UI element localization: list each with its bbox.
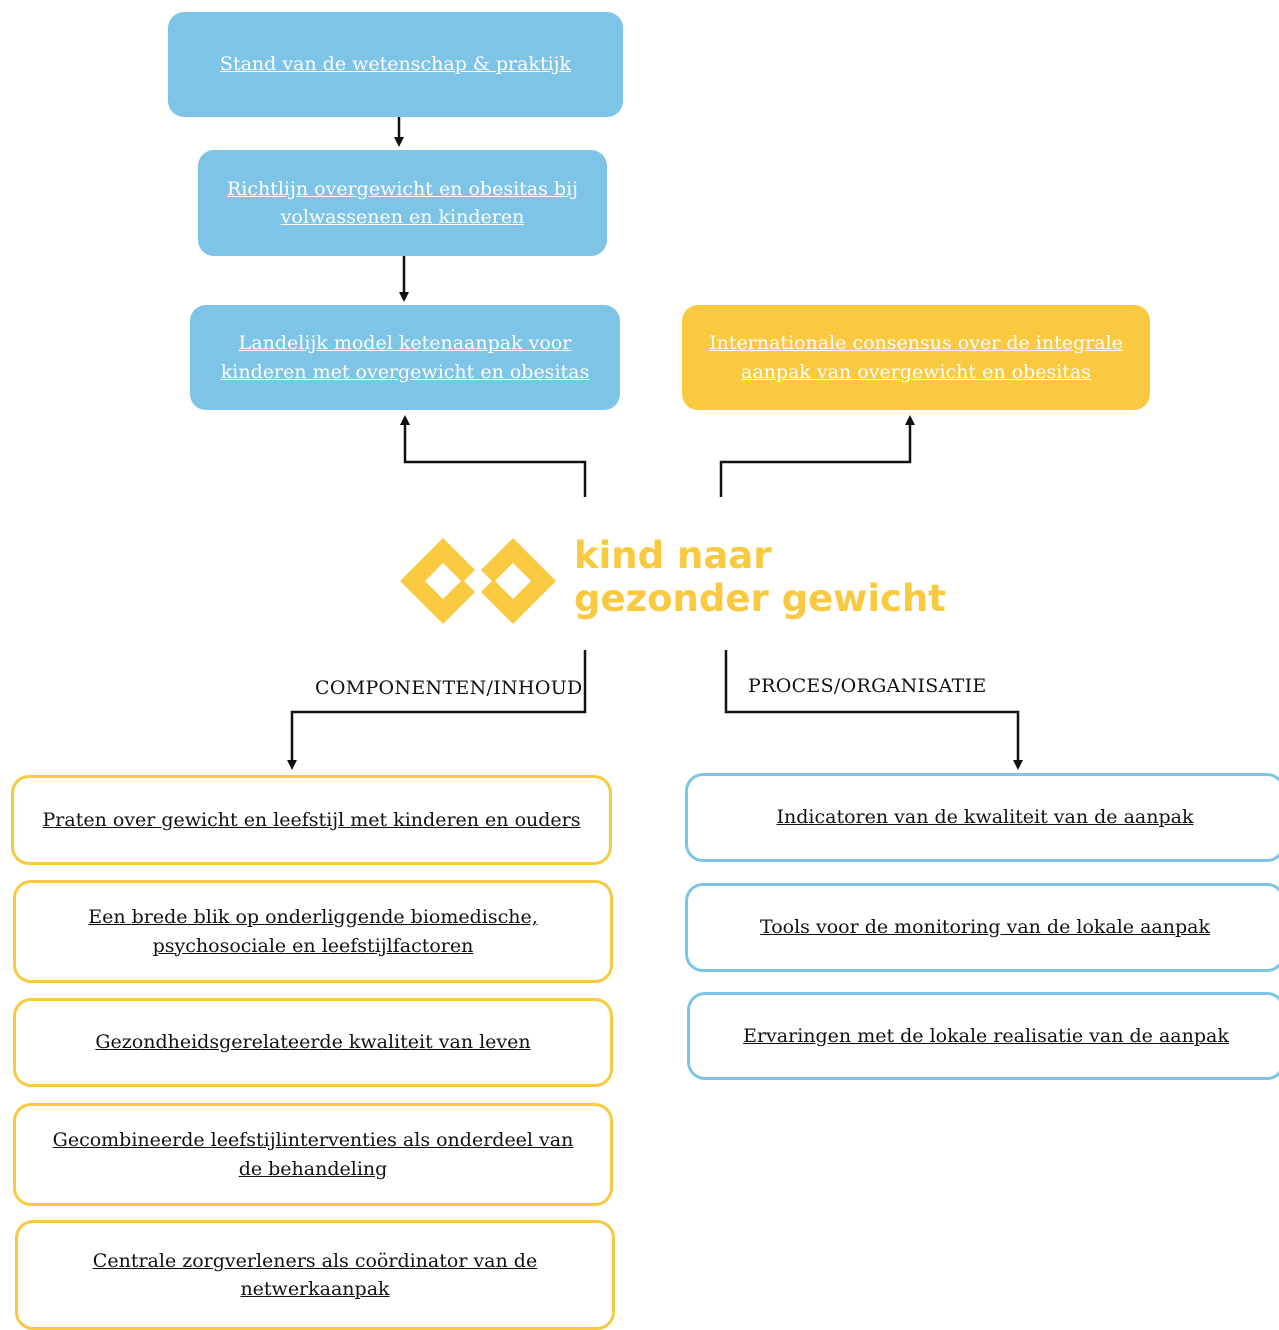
link-landelijk-model[interactable]: Landelijk model ketenaanpak voor kindere… (220, 332, 590, 383)
link-process-indicatoren[interactable]: Indicatoren van de kwaliteit van de aanp… (776, 806, 1194, 829)
component-box-kwaliteit-leven: Gezondheidsgerelateerde kwaliteit van le… (13, 998, 613, 1087)
link-component-kwaliteit-leven[interactable]: Gezondheidsgerelateerde kwaliteit van le… (95, 1031, 531, 1054)
component-box-centrale-zorgverleners: Centrale zorgverleners als coördinator v… (15, 1220, 615, 1330)
arrow-logo-to-box4 (719, 415, 915, 497)
link-component-centrale-zorgverleners[interactable]: Centrale zorgverleners als coördinator v… (92, 1249, 538, 1301)
arrow-left-branch (287, 650, 587, 770)
process-box-indicatoren: Indicatoren van de kwaliteit van de aanp… (685, 773, 1279, 862)
link-component-praten[interactable]: Praten over gewicht en leefstijl met kin… (42, 808, 581, 831)
link-richtlijn[interactable]: Richtlijn overgewicht en obesitas bij vo… (226, 177, 579, 229)
link-stand-wetenschap[interactable]: Stand van de wetenschap & praktijk (219, 53, 572, 76)
link-component-brede-blik[interactable]: Een brede blik op onderliggende biomedis… (88, 906, 538, 957)
link-internationale-consensus[interactable]: Internationale consensus over de integra… (709, 332, 1123, 383)
label-componenten-inhoud: COMPONENTEN/INHOUD (315, 677, 583, 699)
box-internationale-consensus: Internationale consensus over de integra… (682, 305, 1150, 410)
arrow-logo-to-box3 (400, 415, 587, 497)
box-landelijk-model: Landelijk model ketenaanpak voor kindere… (190, 305, 620, 410)
process-box-tools: Tools voor de monitoring van de lokale a… (685, 883, 1279, 972)
link-process-ervaringen[interactable]: Ervaringen met de lokale realisatie van … (743, 1024, 1229, 1047)
component-box-leefstijlinterventies: Gecombineerde leefstijlinterventies als … (13, 1103, 613, 1206)
link-component-leefstijlinterventies[interactable]: Gecombineerde leefstijlinterventies als … (52, 1129, 574, 1180)
logo-text-line2: gezonder gewicht (574, 577, 946, 620)
kngg-logo-icon (400, 538, 556, 624)
box-stand-wetenschap: Stand van de wetenschap & praktijk (168, 12, 623, 117)
process-box-ervaringen: Ervaringen met de lokale realisatie van … (687, 992, 1279, 1080)
box-richtlijn: Richtlijn overgewicht en obesitas bij vo… (198, 150, 607, 256)
arrow-right-branch (724, 650, 1023, 770)
component-box-brede-blik: Een brede blik op onderliggende biomedis… (13, 880, 613, 983)
label-proces-organisatie: PROCES/ORGANISATIE (748, 675, 987, 697)
logo-text-line1: kind naar (574, 534, 772, 577)
component-box-praten: Praten over gewicht en leefstijl met kin… (11, 775, 612, 865)
link-process-tools[interactable]: Tools voor de monitoring van de lokale a… (760, 916, 1210, 939)
